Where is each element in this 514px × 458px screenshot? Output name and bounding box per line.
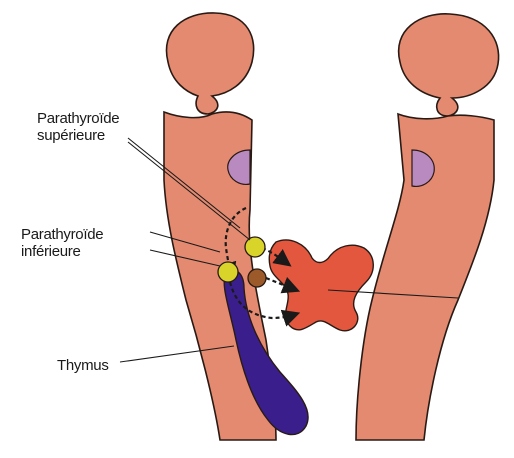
label-parathyroid-superior-line1: Parathyroïde [37, 110, 119, 127]
label-parathyroid-inferior-line2: inférieure [21, 243, 103, 260]
left-upper-arch [166, 13, 253, 114]
right-pharyngeal-wall [356, 14, 499, 440]
label-parathyroid-superior-line2: supérieure [37, 127, 119, 144]
inferior-parathyroid-gland [218, 262, 238, 282]
brown-gland [248, 269, 266, 287]
label-parathyroid-inferior: Parathyroïde inférieure [18, 226, 106, 260]
right-upper-arch [399, 14, 499, 116]
superior-parathyroid-gland [245, 237, 265, 257]
label-thymus-text: Thymus [57, 357, 109, 374]
label-parathyroid-inferior-line1: Parathyroïde [21, 226, 103, 243]
label-parathyroid-superior: Parathyroïde supérieure [34, 110, 122, 144]
label-thymus: Thymus [54, 357, 112, 374]
